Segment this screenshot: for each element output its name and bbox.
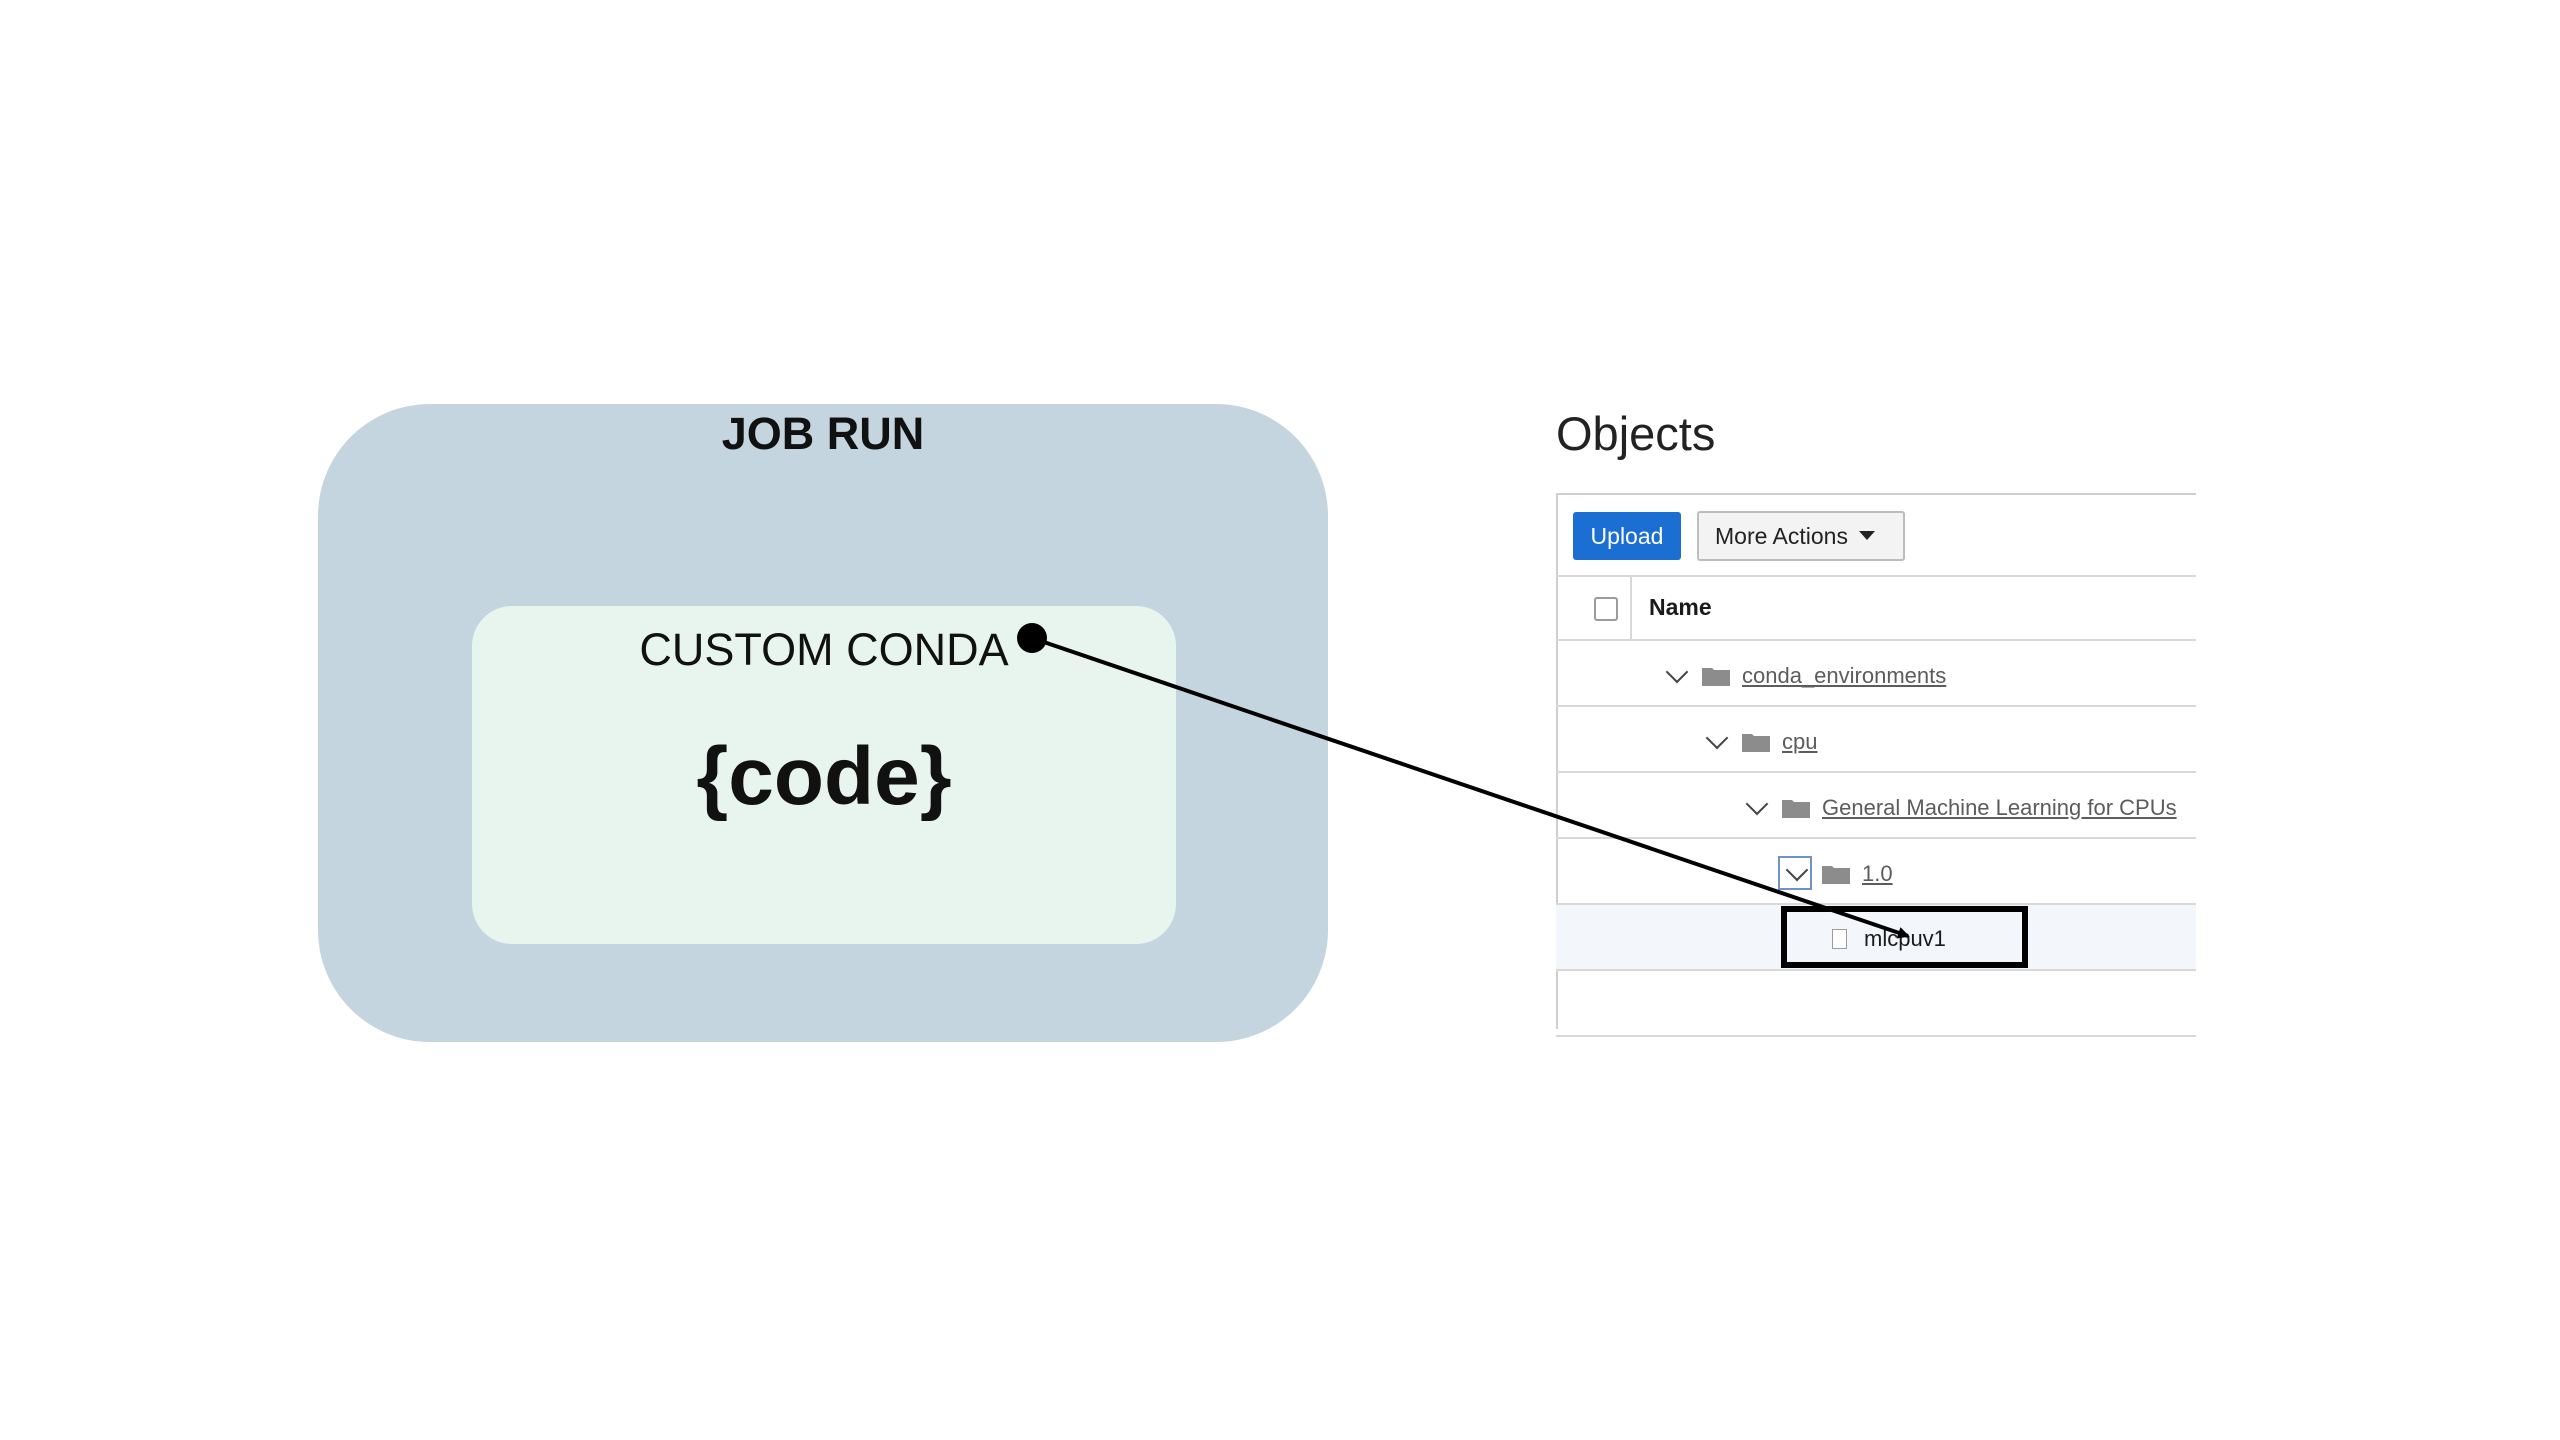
column-header-name: Name (1649, 594, 1712, 620)
folder-icon (1782, 798, 1810, 818)
folder-icon (1742, 732, 1770, 752)
more-actions-label: More Actions (1715, 523, 1848, 549)
upload-button[interactable]: Upload (1573, 512, 1681, 560)
code-label: {code} (696, 731, 952, 822)
folder-icon (1822, 864, 1850, 884)
tree-link-version[interactable]: 1.0 (1862, 861, 1893, 886)
highlight-box (1781, 906, 2028, 968)
header-divider (1630, 577, 1632, 641)
objects-toolbar (1556, 495, 2196, 577)
tree-row-cpu[interactable] (1556, 707, 2196, 773)
objects-title: Objects (1556, 407, 1716, 460)
folder-icon (1702, 666, 1730, 686)
tree-link-conda-environments[interactable]: conda_environments (1742, 663, 1947, 688)
tree-link-general-ml[interactable]: General Machine Learning for CPUs (1822, 795, 2177, 820)
caret-down-icon (1859, 531, 1875, 540)
custom-conda-label: CUSTOM CONDA (639, 624, 1009, 675)
empty-table-row (1556, 971, 2196, 1037)
select-all-checkbox[interactable] (1594, 597, 1618, 621)
tree-link-cpu[interactable]: cpu (1782, 729, 1818, 754)
